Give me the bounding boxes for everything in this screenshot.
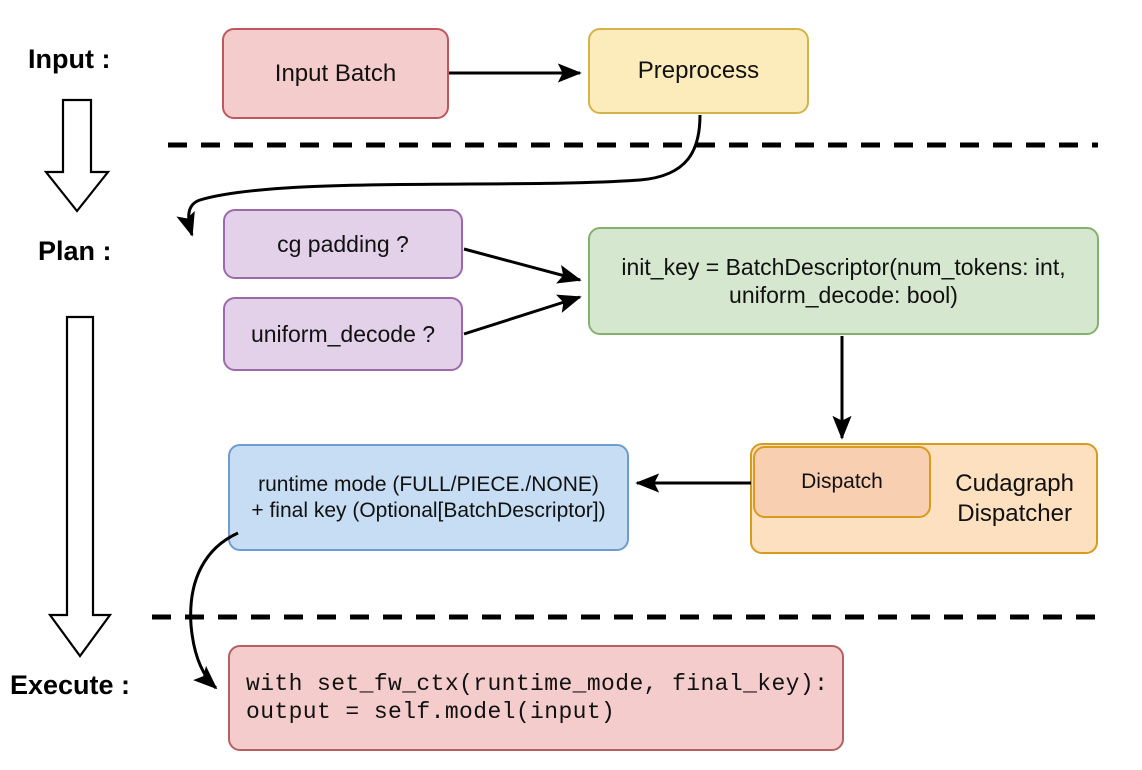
node-dispatch[interactable]: Dispatch	[753, 446, 931, 518]
stage-label-plan: Plan :	[38, 236, 112, 266]
node-uniform-decode[interactable]: uniform_decode ?	[223, 297, 463, 371]
stage-arrow-input-to-plan	[43, 98, 111, 213]
stage-label-execute: Execute :	[10, 670, 131, 700]
arrow-cg-padding-to-init-key	[463, 247, 582, 284]
node-init-key[interactable]: init_key = BatchDescriptor(num_tokens: i…	[588, 227, 1099, 335]
node-preprocess[interactable]: Preprocess	[588, 28, 809, 114]
node-cg-padding[interactable]: cg padding ?	[223, 209, 463, 279]
arrow-uniform-decode-to-init-key	[463, 294, 582, 336]
stage-arrow-plan-to-execute	[47, 315, 113, 658]
node-execute-code[interactable]: with set_fw_ctx(runtime_mode, final_key)…	[228, 645, 844, 751]
node-input-batch[interactable]: Input Batch	[222, 28, 449, 119]
node-runtime-mode[interactable]: runtime mode (FULL/PIECE./NONE) + final …	[228, 444, 629, 551]
stage-label-input: Input :	[28, 44, 111, 74]
